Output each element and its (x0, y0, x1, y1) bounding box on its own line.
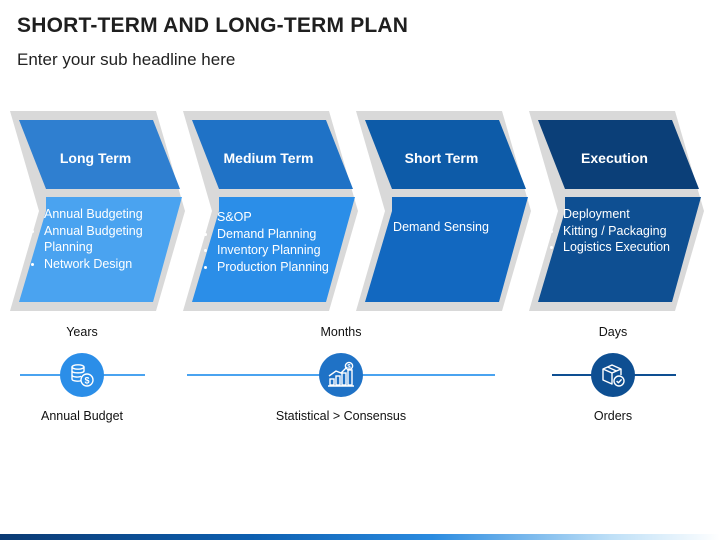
stage-item: Network Design (44, 256, 174, 273)
bar-chart-growth-icon: $ (328, 361, 354, 387)
stage-chevron-shape (356, 111, 531, 311)
timeline-top-label: Years (66, 325, 98, 339)
timeline-node: $ (60, 353, 104, 397)
package-check-icon (602, 364, 625, 387)
stage-item: Deployment (563, 206, 693, 223)
stage-label: Medium Term (223, 150, 314, 166)
stage-text: Demand Sensing (393, 220, 489, 234)
stage-item: Annual Budgeting Planning (44, 223, 174, 256)
stage-item: Logistics Execution (563, 239, 693, 256)
timeline-top-label: Days (598, 325, 628, 339)
stage-medium-term: Medium Term S&OP Demand Planning Invento… (179, 111, 358, 311)
stage-items: S&OP Demand Planning Inventory Planning … (197, 209, 347, 275)
svg-text:$: $ (84, 376, 89, 386)
timeline-bottom-label: Orders (593, 409, 633, 423)
page-subtitle: Enter your sub headline here (17, 50, 236, 69)
stage-chevron-shape (529, 111, 704, 311)
stage-execution: Execution Deployment Kitting / Packaging… (525, 111, 704, 311)
stage-items: Deployment Kitting / Packaging Logistics… (543, 206, 693, 256)
stage-short-term: Short Term Demand Sensing (352, 111, 531, 311)
svg-text:$: $ (347, 364, 351, 370)
stage-item: Kitting / Packaging (563, 223, 693, 240)
stage-chevron-shape (10, 111, 185, 311)
stage-item: Production Planning (217, 259, 347, 276)
bottom-accent-bar (0, 534, 720, 540)
stage-chevron-shape (183, 111, 358, 311)
timeline-node: $ (319, 353, 363, 397)
timeline-bottom-label: Statistical > Consensus (275, 409, 407, 423)
page-title: SHORT-TERM AND LONG-TERM PLAN (17, 14, 409, 37)
stage-item: Annual Budgeting (44, 206, 174, 223)
timeline-node (591, 353, 635, 397)
timeline-top-label: Months (320, 325, 362, 339)
stage-item: S&OP (217, 209, 347, 226)
stage-label: Long Term (59, 150, 132, 166)
stage-items: Annual Budgeting Annual Budgeting Planni… (24, 206, 174, 272)
stage-item: Inventory Planning (217, 242, 347, 259)
stage-long-term: Long Term Annual Budgeting Annual Budget… (6, 111, 185, 311)
timeline-bottom-label: Annual Budget (40, 409, 123, 423)
stage-label: Short Term (404, 150, 479, 166)
coins-dollar-icon: $ (71, 364, 94, 387)
stage-label: Execution (581, 150, 648, 166)
stage-item: Demand Planning (217, 226, 347, 243)
